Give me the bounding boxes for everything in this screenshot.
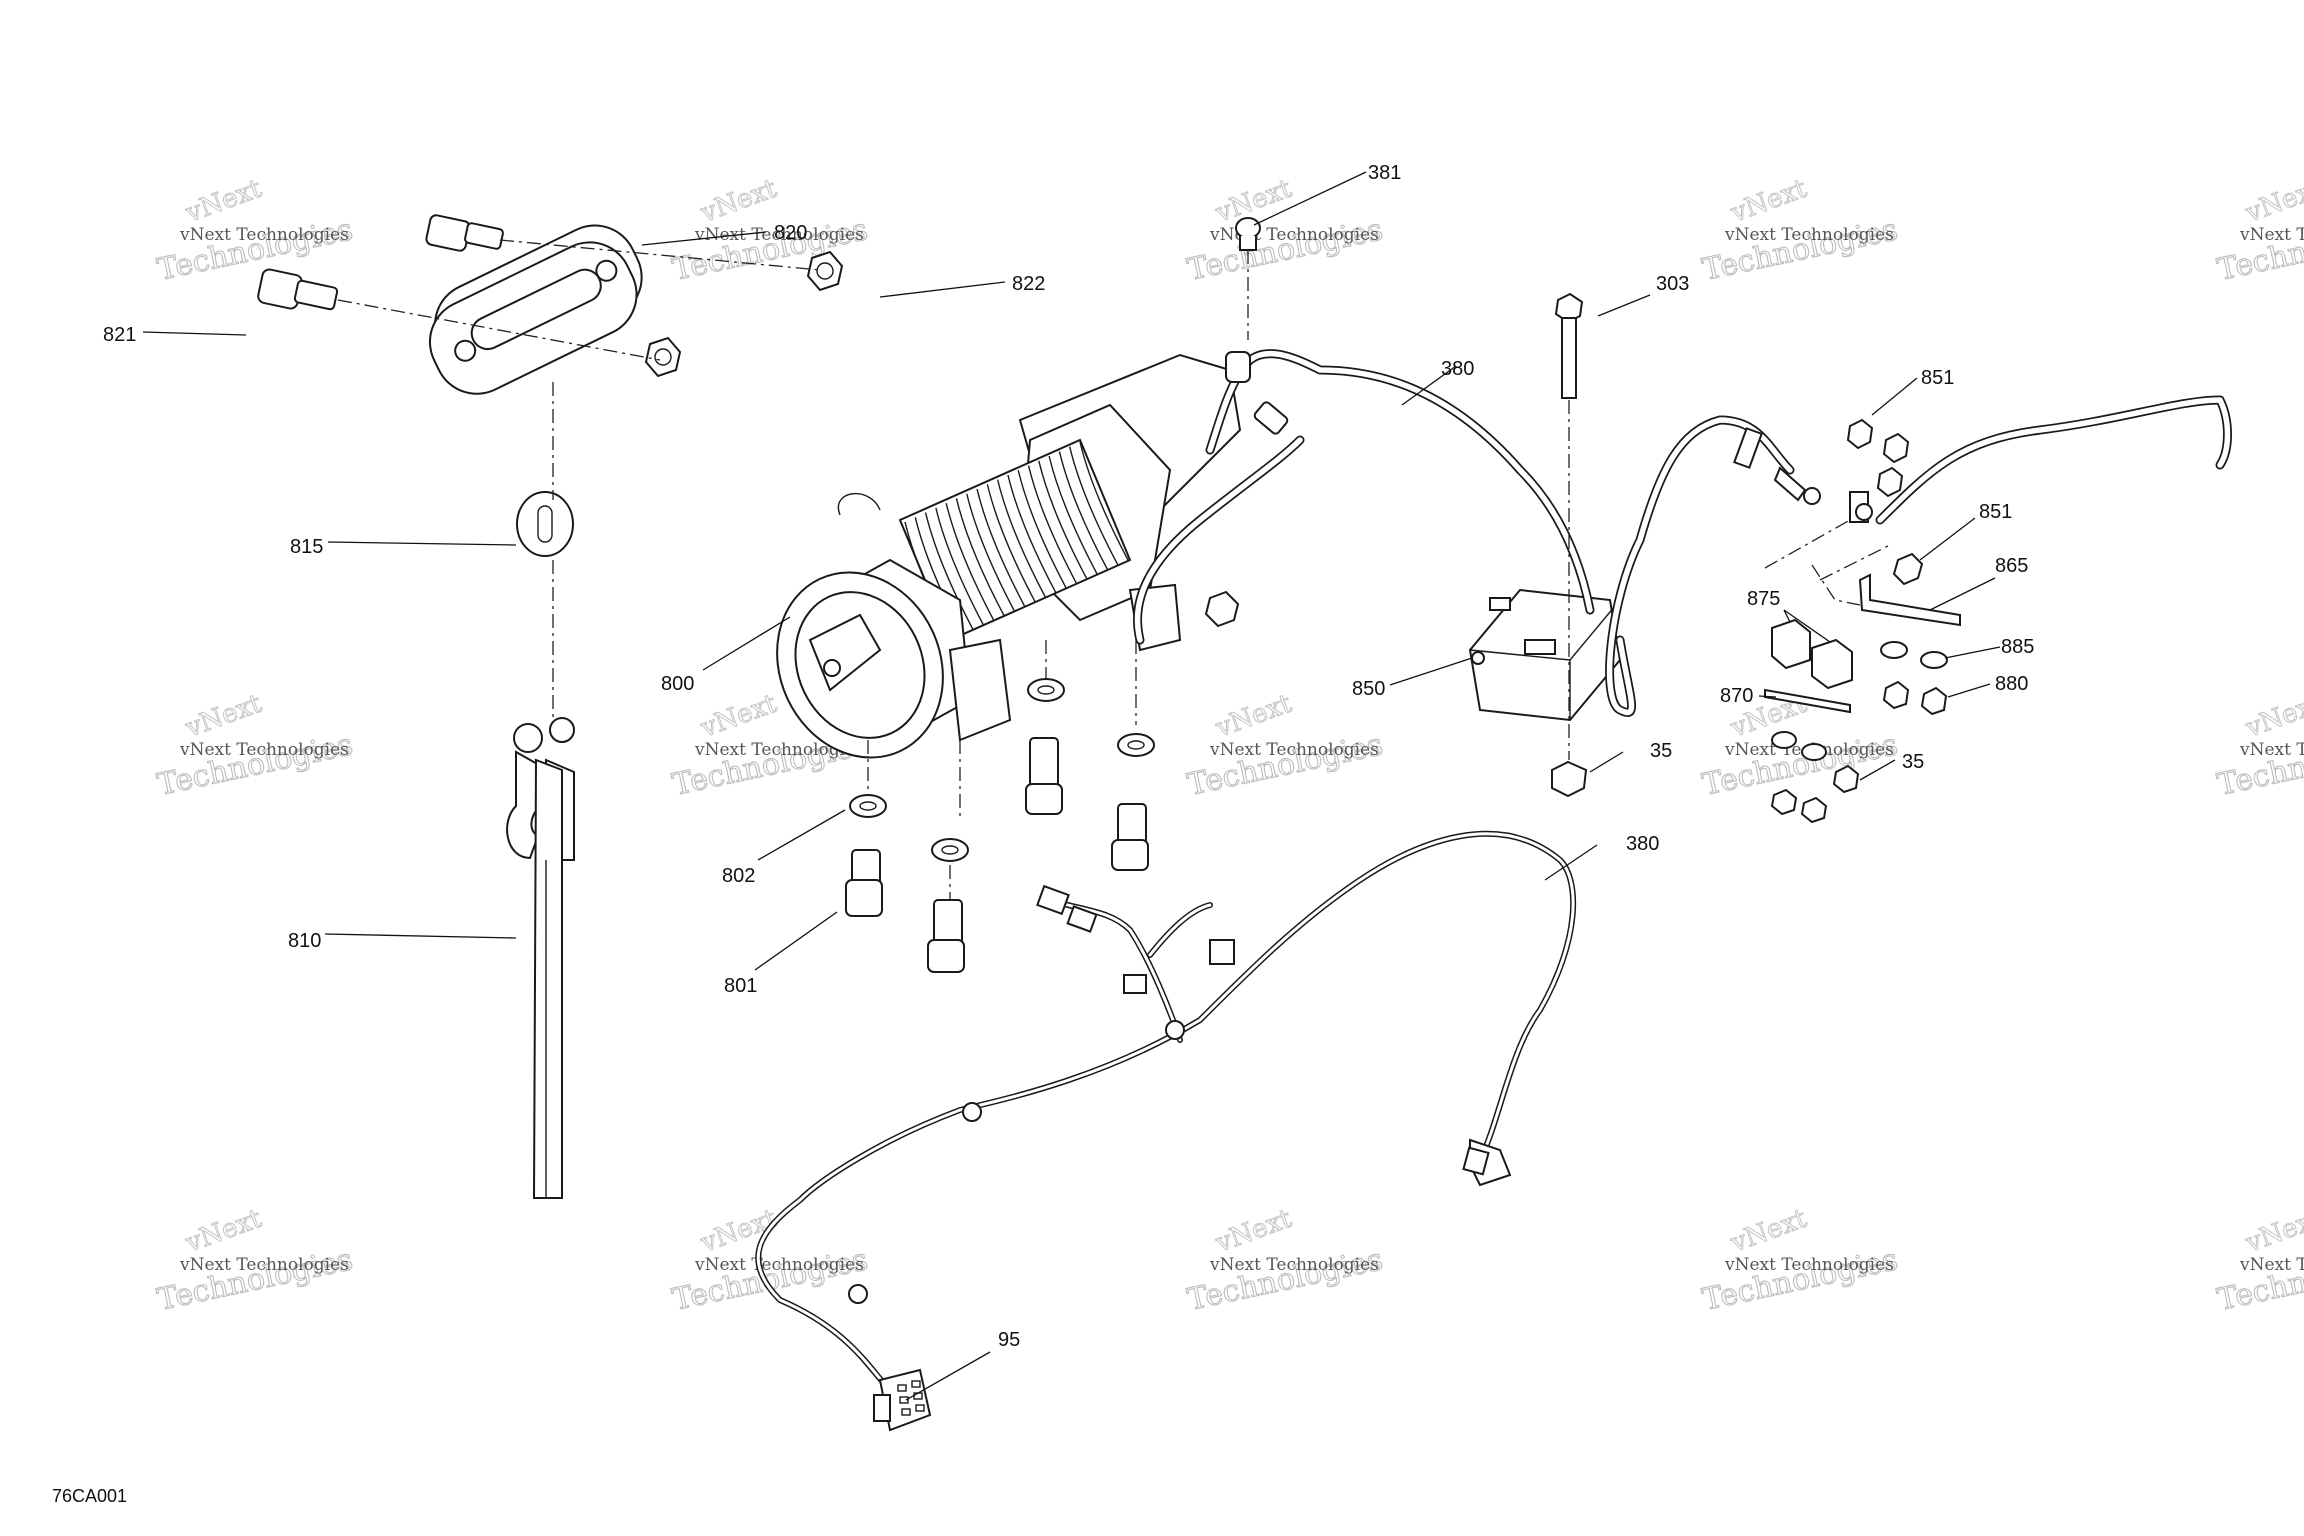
watermark-text-vnext: vNext: [696, 174, 781, 229]
leader-lines: [142, 171, 2001, 1401]
watermark-text-vnext: vNext: [1726, 174, 1811, 229]
watermark-text-main: vNext Technologies: [1209, 740, 1379, 760]
watermark-text-main: vNext Technologies: [694, 225, 864, 245]
callout-802: 802: [722, 865, 755, 887]
fairlead-assembly: [257, 214, 844, 395]
fairlead-nut-upper: [806, 250, 844, 292]
fairlead-bolt-upper: [425, 214, 504, 252]
callout-821: 821: [103, 324, 136, 346]
callout-885: 885: [2001, 636, 2034, 658]
watermark-text-main: vNext Technologies: [2239, 225, 2304, 245]
watermark-text-technologies: Technologies: [154, 212, 355, 288]
callout-851-lower: 851: [1979, 501, 2012, 523]
winch-contactor: [1468, 588, 1622, 722]
watermark-text-vnext: vNext: [2241, 174, 2304, 229]
watermark-text-main: vNext Technologies: [1724, 225, 1894, 245]
callout-850: 850: [1352, 678, 1385, 700]
relays-and-plate: [1764, 618, 1948, 824]
watermark-text-main: vNext Technologies: [1724, 1255, 1894, 1275]
watermark-text-main: vNext Technologies: [694, 1255, 864, 1275]
callout-875: 875: [1747, 588, 1780, 610]
watermark-text-main: vNext Technologies: [2239, 1255, 2304, 1275]
callout-303: 303: [1656, 273, 1689, 295]
drawing-number: 76CA001: [52, 1486, 128, 1506]
winch-hook-and-rope: [506, 717, 575, 1199]
fairlead-plate: [428, 224, 643, 395]
watermark-text-vnext: vNext: [1211, 689, 1296, 744]
watermark-text-vnext: vNext: [181, 689, 266, 744]
watermark-text-vnext: vNext: [181, 1204, 266, 1259]
callout-801: 801: [724, 975, 757, 997]
control-harness: [755, 830, 1577, 1432]
contactor-screw-and-nut: [1551, 292, 1588, 798]
callout-800: 800: [661, 673, 694, 695]
watermark-text-technologies: Technologies: [1699, 1242, 1900, 1318]
callout-870: 870: [1720, 685, 1753, 707]
callout-810: 810: [288, 930, 321, 952]
watermark-text-vnext: vNext: [2241, 1204, 2304, 1259]
callout-labels: 381 820 822 821 303 380 851 851 865 815 …: [103, 162, 2034, 1351]
terminal-cap: [1235, 217, 1261, 340]
watermark-text-technologies: Technologies: [154, 1242, 355, 1318]
callout-35-center: 35: [1650, 740, 1672, 762]
fairlead-nut-lower: [644, 336, 682, 378]
callout-880: 880: [1995, 673, 2028, 695]
watermark-text-main: vNext Technologies: [179, 740, 349, 760]
callout-851-upper: 851: [1921, 367, 1954, 389]
watermark-text-main: vNext Technologies: [694, 740, 864, 760]
callout-95: 95: [998, 1329, 1020, 1351]
watermark-text-technologies: Technologies: [1184, 1242, 1385, 1318]
callout-820: 820: [774, 222, 807, 244]
watermark-text-technologies: Technologies: [1699, 727, 1900, 803]
watermark-text-vnext: vNext: [1726, 1204, 1811, 1259]
fairlead-bolt-lower: [257, 268, 339, 311]
watermark-text-technologies: Technologies: [154, 727, 355, 803]
watermark-text-main: vNext Technologies: [179, 225, 349, 245]
callout-822: 822: [1012, 273, 1045, 295]
watermark-text-vnext: vNext: [181, 174, 266, 229]
callout-815: 815: [290, 536, 323, 558]
watermark-text-technologies: Technologies: [1699, 212, 1900, 288]
winch-assembly: [776, 353, 1242, 759]
watermark-text-main: vNext Technologies: [1209, 1255, 1379, 1275]
winch-mount-hardware: [845, 640, 1155, 973]
watermark-text-technologies: Technologies: [669, 1242, 870, 1318]
callout-865: 865: [1995, 555, 2028, 577]
callout-381: 381: [1368, 162, 1401, 184]
callout-380-upper: 380: [1441, 358, 1474, 380]
callout-380-lower: 380: [1626, 833, 1659, 855]
watermark-text-main: vNext Technologies: [179, 1255, 349, 1275]
ground-bracket: [1811, 564, 1961, 627]
power-cables-upper: [1133, 349, 2232, 717]
watermark-text-vnext: vNext: [696, 689, 781, 744]
watermark-text-main: vNext Technologies: [2239, 740, 2304, 760]
terminal-nuts: [1764, 418, 1924, 586]
watermark-text-technologies: Technologies: [1184, 212, 1385, 288]
watermark-text-vnext: vNext: [1211, 1204, 1296, 1259]
watermark-text-main: vNext Technologies: [1209, 225, 1379, 245]
rope-stopper: [516, 491, 574, 557]
watermark-text-technologies: Technologies: [1184, 727, 1385, 803]
callout-35-right: 35: [1902, 751, 1924, 773]
watermark-text-vnext: vNext: [2241, 689, 2304, 744]
